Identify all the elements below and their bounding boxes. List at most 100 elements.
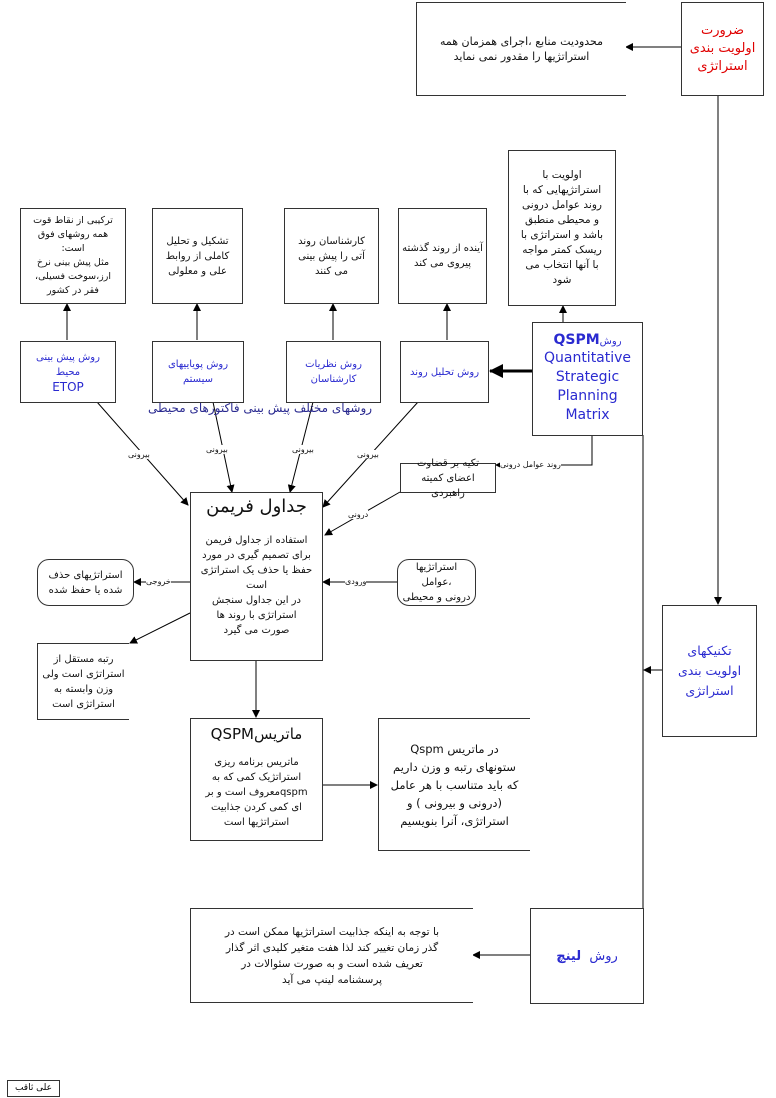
- text-line: ماتریس برنامه ریزی: [214, 757, 299, 768]
- text-line: ای کمی کردن جذابیت: [211, 802, 302, 813]
- rank-box: رتبه مستقل از استراتژی است ولی وزن وابست…: [37, 643, 129, 720]
- text-line: لینچ: [556, 948, 582, 964]
- text-line: روش پویاییهای: [167, 359, 229, 370]
- necessity-line: ضرورت: [701, 23, 745, 38]
- text-line: کارشناسان: [310, 374, 357, 385]
- text-line: استراتژیها ،عوامل: [415, 562, 458, 588]
- qspm-matrix-title: ماتریسQSPM: [210, 725, 303, 743]
- text-line: استراتژی با روند ها: [216, 610, 297, 621]
- text-line: و محیطی منطبق: [525, 214, 600, 226]
- text-line: تشکیل و تحلیل: [166, 235, 229, 247]
- text-line: استراتژیهایی که با: [522, 184, 602, 196]
- linch-description-box: با توجه به اینکه جذابیت استراتژیها ممکن …: [190, 908, 473, 1003]
- method-etop: روش پیش بینی محیط ETOP: [20, 341, 116, 403]
- edge-label: خروجی: [146, 577, 171, 586]
- arrow-freeman-to-rank: [129, 612, 191, 644]
- text-line: است: [246, 580, 267, 591]
- text-line: Strategic: [555, 369, 620, 385]
- description-trend: آینده از روند گذشته پیروی می کند: [398, 208, 487, 304]
- constraint-box: محدودیت منابع ،اجرای همزمان همه استراتژی…: [416, 2, 626, 96]
- text-line: روش نظریات: [305, 359, 362, 370]
- text-line: ستونهای رتبه و وزن داریم: [393, 759, 516, 774]
- text-line: شده یا حفظ شده: [48, 584, 123, 596]
- text-line: روش: [599, 336, 622, 347]
- text-line: درونی و محیطی: [402, 592, 471, 603]
- text-line: روش: [589, 948, 618, 964]
- text-line: پیروی می کند: [413, 258, 472, 269]
- text-line: استراتژیک کمی که به: [211, 772, 302, 783]
- text-line: آتی را پیش بینی: [298, 250, 365, 262]
- text-line: حفظ یا حذف یک استراتژی: [200, 565, 313, 576]
- text-line: ریسک کمتر مواجه: [522, 244, 602, 256]
- text-line: روش تحلیل روند: [409, 366, 480, 378]
- method-qspm: روشQSPM Quantitative Strategic Planning …: [532, 322, 643, 436]
- text-line: سیستم: [183, 374, 213, 385]
- text-line: صورت می گیرد: [223, 625, 290, 636]
- necessity-line: اولویت بندی: [689, 41, 756, 56]
- text-line: تکنیکهای: [687, 643, 732, 658]
- text-line: فقر در کشور: [47, 285, 99, 296]
- text-line: qspmمعروف است و بر: [205, 787, 308, 798]
- linch-label: روش لینچ: [556, 949, 618, 964]
- method-system-dynamics: روش پویاییهای سیستم: [152, 341, 244, 403]
- text-line: ترکیبی از نقاط قوت: [33, 215, 113, 226]
- text-line: QSPM: [553, 332, 600, 348]
- text-line: روند عوامل درونی: [522, 199, 602, 211]
- text-line: تعریف شده است و به صورت سئوالات در: [241, 957, 423, 970]
- text-line: کارشناسان روند: [298, 235, 365, 247]
- text-line: اولویت با: [542, 169, 582, 181]
- text-line: ارز،سوخت فسیلی،: [35, 271, 111, 282]
- text-line: استراتژی است: [52, 698, 115, 710]
- removed-strategies-box: استراتژیهای حذف شده یا حفظ شده: [37, 559, 134, 606]
- methods-caption: روشهای مختلف پیش بینی فاکتورهای محیطی: [148, 401, 373, 415]
- method-experts: روش نظریات کارشناسان: [286, 341, 381, 403]
- text-line: در این جداول سنجش: [212, 595, 301, 606]
- freeman-title: جداول فریمن: [206, 496, 307, 517]
- text-line: استراتژی است ولی: [42, 668, 125, 680]
- text-line: کاملی از روابط: [165, 250, 230, 262]
- constraint-line: استراتژیها را مقدور نمی نماید: [453, 50, 590, 63]
- text-line: وزن وابسته به: [53, 683, 114, 695]
- text-line: (درونی و بیرونی ) و: [406, 795, 503, 810]
- text-line: راهبردی: [431, 487, 465, 499]
- qspm-description-box: اولویت با استراتژیهایی که با روند عوامل …: [508, 150, 616, 306]
- text-line: همه روشهای فوق: [37, 229, 109, 240]
- text-line: Planning: [557, 388, 618, 404]
- text-line: است:: [61, 243, 85, 254]
- linch-box: روش لینچ: [530, 908, 644, 1004]
- text-line: استراتژیهای حذف: [48, 569, 123, 581]
- description-experts: کارشناسان روند آتی را پیش بینی می کنند: [284, 208, 379, 304]
- edge-label: بیرونی: [292, 445, 314, 454]
- text-line: با آنها انتخاب می: [525, 259, 599, 271]
- necessity-box: ضرورت اولویت بندی استراتژی: [681, 2, 764, 96]
- text-line: گذر زمان تغییر کند لذا هفت متغیر کلیدی ا…: [225, 941, 439, 954]
- text-line: Matrix: [565, 407, 610, 423]
- description-system: تشکیل و تحلیل کاملی از روابط علی و معلول…: [152, 208, 243, 304]
- text-line: می کنند: [315, 265, 348, 277]
- text-line: پرسشنامه لینپ می آید: [281, 973, 383, 986]
- text-line: استراتژیها است: [223, 817, 290, 828]
- text-line: تکیه بر قضاوت: [416, 457, 480, 469]
- text-line: Quantitative: [543, 350, 632, 366]
- text-line: محیط: [55, 366, 81, 378]
- edge-label: ورودی: [345, 577, 367, 586]
- edge-label: روند عوامل درونی: [500, 460, 561, 469]
- text-line: شود: [552, 274, 572, 286]
- text-line: علی و معلولی: [168, 265, 227, 277]
- text-line: روش پیش بینی: [36, 351, 100, 363]
- text-line: باشد و استراتژی با: [520, 229, 604, 241]
- text-line: رتبه مستقل از: [53, 653, 114, 665]
- text-line: که باید متناسب با هر عامل: [390, 777, 519, 792]
- qspm-note-box: در ماتریس Qspm ستونهای رتبه و وزن داریم …: [378, 718, 530, 851]
- text-line: آینده از روند گذشته: [402, 243, 483, 254]
- method-trend-analysis: روش تحلیل روند: [400, 341, 489, 403]
- edge-label: درونی: [348, 510, 369, 519]
- edge-label: بیرونی: [128, 450, 150, 459]
- text-line: اعضای کمیته: [421, 472, 475, 484]
- qspm-matrix-box: ماتریسQSPM ماتریس برنامه ریزی استراتژیک …: [190, 718, 323, 841]
- edge-label: بیرونی: [206, 445, 228, 454]
- text-line: برای تصمیم گیری در مورد: [202, 550, 311, 561]
- inputs-box: استراتژیها ،عوامل درونی و محیطی: [397, 559, 476, 606]
- text-line: استفاده از جداول فریمن: [205, 535, 308, 546]
- freeman-box: جداول فریمن استفاده از جداول فریمن برای …: [190, 492, 323, 661]
